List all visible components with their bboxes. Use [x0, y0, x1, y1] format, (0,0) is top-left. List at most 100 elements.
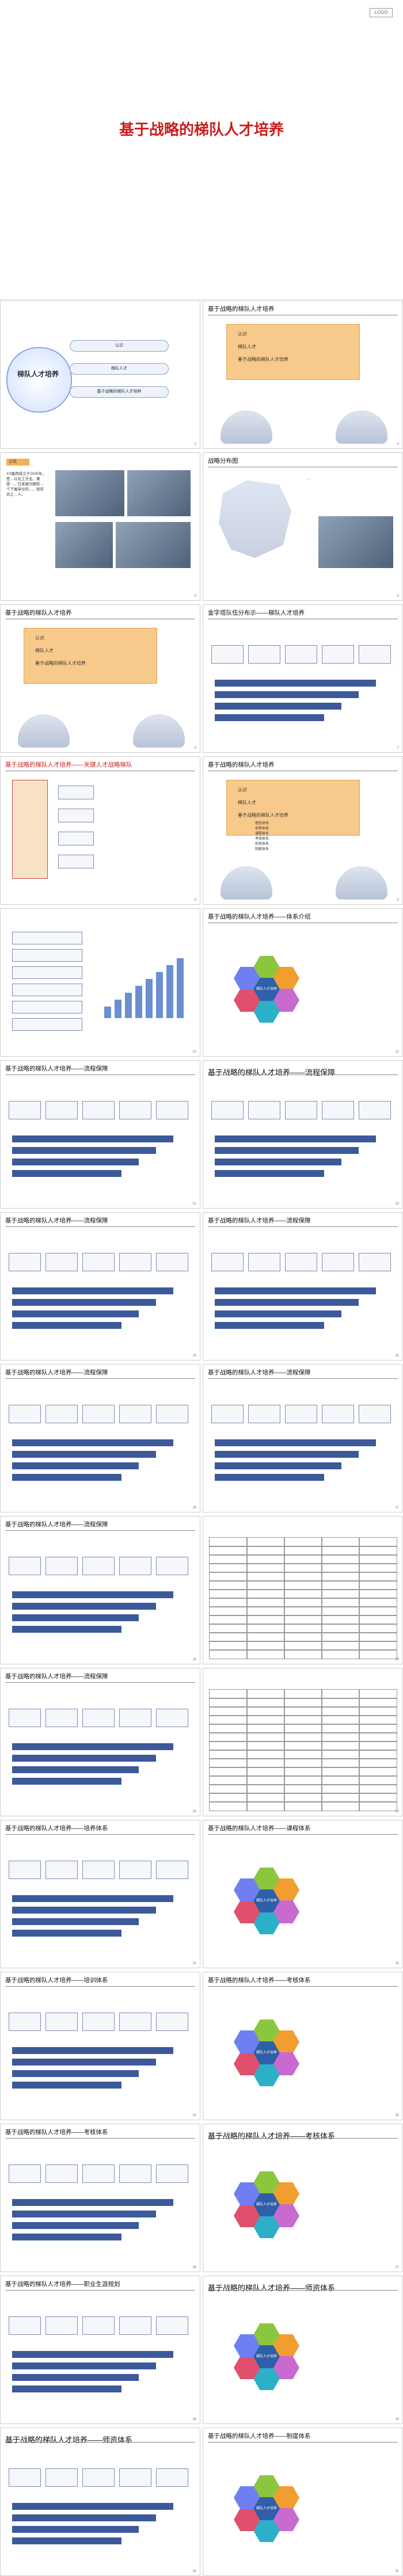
flow-box: [119, 1709, 151, 1727]
slide-number: 20: [192, 1810, 196, 1813]
flow-box: [322, 1405, 354, 1423]
table-cell: [284, 1537, 322, 1547]
table-cell: [209, 1598, 248, 1607]
table-cell: [359, 1724, 397, 1733]
slide-title: 基于战略的梯队人才培养——考核体系: [5, 2129, 108, 2136]
title-rule: [5, 2290, 195, 2291]
table-cell: [321, 1632, 360, 1642]
flow-box: [82, 1405, 115, 1423]
slide-number: 10: [192, 1050, 196, 1054]
table-cell: [284, 1580, 322, 1590]
slide-number: 26: [192, 2266, 196, 2269]
table-cell: [359, 1767, 397, 1777]
table-cell: [246, 1801, 285, 1811]
ribbon: [12, 1907, 156, 1914]
flow-box: [119, 2013, 151, 2031]
table-cell: [321, 1741, 360, 1751]
bar: [135, 986, 142, 1018]
slide-number: 30: [192, 2570, 196, 2573]
table-cell: [209, 1732, 248, 1742]
table-cell: [359, 1706, 397, 1716]
table-cell: [284, 1589, 322, 1599]
flow-box: [156, 2468, 188, 2487]
table-cell: [246, 1793, 285, 1803]
table-cell: [321, 1750, 360, 1759]
table-cell: [209, 1572, 248, 1582]
table-cell: [209, 1793, 248, 1803]
center-label: 梯队人才培养: [256, 1899, 277, 1903]
photo: [127, 470, 191, 516]
slide-number: 9: [397, 898, 399, 902]
toc-item: 梯队人才: [238, 344, 256, 349]
map-shape: [219, 480, 291, 558]
toc-item: 基于战略的梯队人才培养: [238, 357, 288, 362]
ribbon: [215, 691, 359, 698]
flow-box: [119, 1101, 151, 1119]
ribbon: [215, 1439, 376, 1446]
flow-box: [119, 1253, 151, 1271]
table-cell: [246, 1546, 285, 1556]
ribbon: [12, 1778, 121, 1785]
flow-box: [45, 1405, 78, 1423]
table-cell: [321, 1775, 360, 1785]
slide-title: 基于战略的梯队人才培养——流程保障: [5, 1673, 108, 1680]
toc-box: [226, 324, 360, 380]
title-rule: [5, 1986, 195, 1987]
toc-pill: 认识: [70, 340, 169, 352]
toc-item: 基于战略的梯队人才培养: [35, 661, 86, 666]
flow-box: [119, 2316, 151, 2335]
ribbon: [12, 2503, 173, 2510]
body-text: XX集团成立于2000年，是…以化工为主，兼营…，已发展为拥有…个下属单位的…，…: [6, 472, 46, 497]
table-cell: [209, 1801, 248, 1811]
flow-box: [82, 2013, 115, 2031]
flow-box: [45, 1557, 78, 1575]
title-rule: [5, 1530, 195, 1531]
table-cell: [209, 1615, 248, 1625]
ribbon: [12, 2537, 121, 2544]
table-cell: [359, 1775, 397, 1785]
table-cell: [359, 1758, 397, 1768]
table-cell: [209, 1775, 248, 1785]
table-cell: [246, 1580, 285, 1590]
slide-title: 金字塔队伍分布示——梯队人才培养: [208, 609, 305, 616]
toc-box: [24, 628, 157, 684]
flow-box: [156, 1101, 188, 1119]
table-cell: [284, 1572, 322, 1582]
table-cell: [284, 1741, 322, 1751]
flow-box: [58, 809, 94, 822]
table-cell: [209, 1606, 248, 1616]
flow-box: [359, 645, 391, 664]
table-cell: [246, 1698, 285, 1708]
table-cell: [284, 1706, 322, 1716]
flow-box: [12, 932, 82, 944]
flow-box: [156, 1709, 188, 1727]
table-cell: [209, 1698, 248, 1708]
ribbon: [12, 2514, 156, 2521]
flow-box: [58, 855, 94, 868]
table-cell: [246, 1572, 285, 1582]
photo: [116, 522, 191, 568]
slide-title: 基于战略的梯队人才培养——职业生涯规划: [5, 2281, 120, 2288]
table-cell: [246, 1784, 285, 1794]
table-cell: [359, 1689, 397, 1699]
slide-title: 基于战略的梯队人才培养——课程体系: [208, 1825, 311, 1832]
table-cell: [209, 1767, 248, 1777]
slide-title: 基于战略的梯队人才培养: [208, 306, 275, 313]
people-illustration: [133, 714, 185, 748]
table-cell: [359, 1563, 397, 1573]
title-rule: [208, 1378, 398, 1379]
table-cell: [284, 1801, 322, 1811]
table-cell: [359, 1715, 397, 1725]
table-cell: [209, 1706, 248, 1716]
table-cell: [209, 1715, 248, 1725]
table-cell: [284, 1767, 322, 1777]
